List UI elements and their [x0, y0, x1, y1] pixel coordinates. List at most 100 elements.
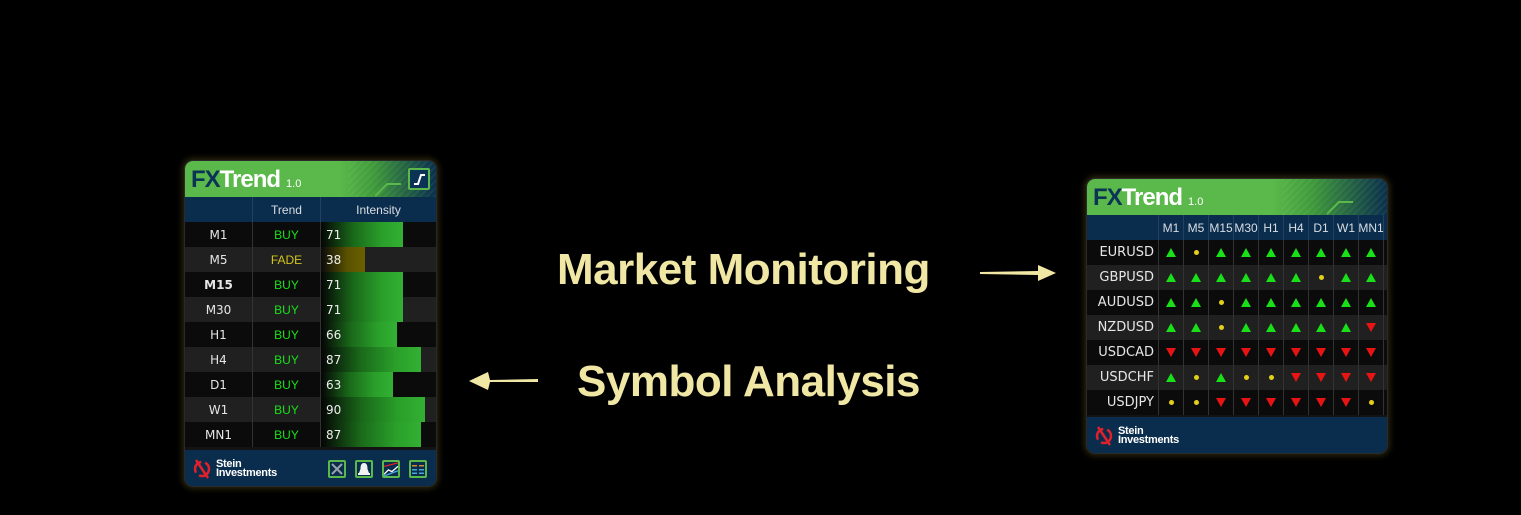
signal-cell[interactable]	[1184, 340, 1209, 365]
signal-cell[interactable]	[1159, 265, 1184, 290]
chart-overlay-button[interactable]	[382, 460, 400, 478]
symbol-row[interactable]: AUDUSD	[1087, 290, 1387, 315]
alert-button[interactable]	[355, 460, 373, 478]
signal-cell[interactable]	[1334, 240, 1359, 265]
signal-cell[interactable]	[1359, 340, 1384, 365]
signal-cell[interactable]	[1309, 315, 1334, 340]
signal-cell[interactable]	[1159, 340, 1184, 365]
signal-cell[interactable]	[1309, 340, 1334, 365]
symbol-row[interactable]: USDJPY	[1087, 390, 1387, 415]
signal-cell[interactable]	[1159, 240, 1184, 265]
signal-cell[interactable]	[1234, 290, 1259, 315]
signal-cell[interactable]	[1259, 315, 1284, 340]
signal-cell[interactable]	[1309, 390, 1334, 415]
symbol-row[interactable]: USDCAD	[1087, 340, 1387, 365]
signal-cell[interactable]	[1284, 340, 1309, 365]
signal-cell[interactable]	[1159, 290, 1184, 315]
signal-cell[interactable]	[1259, 240, 1284, 265]
signal-cell[interactable]	[1159, 390, 1184, 415]
signal-cell[interactable]	[1234, 265, 1259, 290]
signal-cell[interactable]	[1334, 390, 1359, 415]
symbol-row[interactable]: GBPUSD	[1087, 265, 1387, 290]
list-view-button[interactable]	[409, 460, 427, 478]
trend-signal: BUY	[253, 222, 321, 247]
signal-cell[interactable]	[1234, 240, 1259, 265]
signal-cell[interactable]	[1184, 265, 1209, 290]
signal-cell[interactable]	[1359, 240, 1384, 265]
signal-cell[interactable]	[1334, 340, 1359, 365]
signal-cell[interactable]	[1259, 290, 1284, 315]
signal-cell[interactable]	[1184, 315, 1209, 340]
neutral-dot-icon	[1268, 375, 1274, 380]
symbol-label[interactable]: EURUSD	[1087, 240, 1159, 265]
signal-cell[interactable]	[1309, 290, 1334, 315]
symbol-row[interactable]: EURUSD	[1087, 240, 1387, 265]
signal-cell[interactable]	[1209, 365, 1234, 390]
signal-cell[interactable]	[1334, 365, 1359, 390]
signal-cell[interactable]	[1334, 290, 1359, 315]
arrow-down-icon	[1291, 348, 1301, 357]
signal-cell[interactable]	[1234, 315, 1259, 340]
symbol-row[interactable]: USDCHF	[1087, 365, 1387, 390]
signal-cell[interactable]	[1334, 315, 1359, 340]
signal-cell[interactable]	[1334, 265, 1359, 290]
mode-toggle-button[interactable]	[408, 168, 430, 190]
symbol-label[interactable]: USDJPY	[1087, 390, 1159, 415]
signal-cell[interactable]	[1284, 265, 1309, 290]
trend-signal: BUY	[253, 422, 321, 447]
signal-cell[interactable]	[1259, 265, 1284, 290]
symbol-label[interactable]: USDCAD	[1087, 340, 1159, 365]
signal-cell[interactable]	[1359, 365, 1384, 390]
signal-cell[interactable]	[1259, 390, 1284, 415]
signal-cell[interactable]	[1184, 240, 1209, 265]
signal-cell[interactable]	[1284, 390, 1309, 415]
signal-cell[interactable]	[1284, 290, 1309, 315]
signal-cell[interactable]	[1184, 365, 1209, 390]
signal-cell[interactable]	[1309, 265, 1334, 290]
signal-cell[interactable]	[1184, 390, 1209, 415]
timeframe-label: W1	[185, 397, 253, 422]
symbol-label[interactable]: NZDUSD	[1087, 315, 1159, 340]
signal-cell[interactable]	[1234, 390, 1259, 415]
signal-cell[interactable]	[1359, 265, 1384, 290]
signal-cell[interactable]	[1209, 315, 1234, 340]
symbol-label[interactable]: GBPUSD	[1087, 265, 1159, 290]
signal-cell[interactable]	[1209, 240, 1234, 265]
signal-cell[interactable]	[1159, 365, 1184, 390]
signal-cell[interactable]	[1159, 315, 1184, 340]
signal-cell[interactable]	[1284, 365, 1309, 390]
signal-cell[interactable]	[1209, 340, 1234, 365]
signal-cell[interactable]	[1309, 240, 1334, 265]
arrow-down-icon	[1241, 398, 1251, 407]
symbol-row[interactable]: NZDUSD	[1087, 315, 1387, 340]
signal-cell[interactable]	[1234, 340, 1259, 365]
signal-cell[interactable]	[1359, 390, 1384, 415]
signal-cell[interactable]	[1209, 390, 1234, 415]
signal-cell[interactable]	[1234, 365, 1259, 390]
signal-cell[interactable]	[1259, 340, 1284, 365]
signal-cell[interactable]	[1359, 290, 1384, 315]
signal-cell[interactable]	[1359, 315, 1384, 340]
signal-cell[interactable]	[1184, 290, 1209, 315]
signal-cell[interactable]	[1284, 315, 1309, 340]
signal-cell[interactable]	[1309, 365, 1334, 390]
symbol-label[interactable]: AUDUSD	[1087, 290, 1159, 315]
close-button[interactable]	[328, 460, 346, 478]
signal-cell[interactable]	[1209, 265, 1234, 290]
symbol-label[interactable]: USDCHF	[1087, 365, 1159, 390]
signal-cell[interactable]	[1284, 240, 1309, 265]
signal-cell[interactable]	[1209, 290, 1234, 315]
signal-cell[interactable]	[1259, 365, 1284, 390]
